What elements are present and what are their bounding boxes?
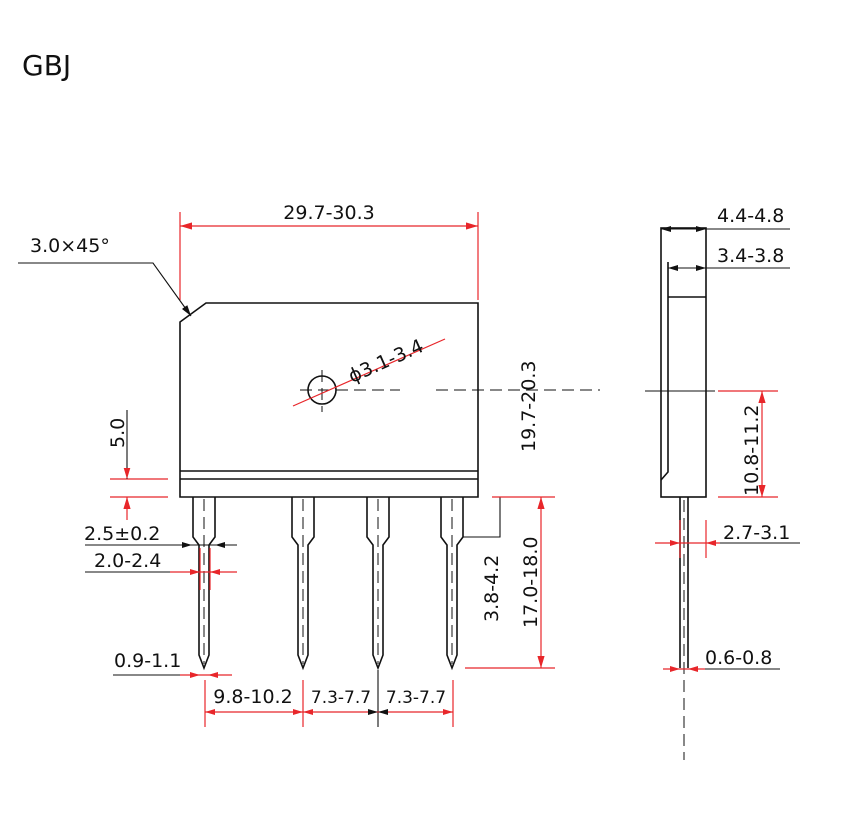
pin-offset-label: 2.7-3.1 <box>723 522 790 544</box>
hole-centerline <box>300 370 600 412</box>
hole-label: ϕ3.1-3.4 <box>345 335 427 388</box>
chamfer-label: 3.0×45° <box>30 235 110 257</box>
front-view: 29.7-30.3 3.0×45° ϕ3.1-3.4 19.7-20.3 5.0… <box>18 202 600 727</box>
pin-width-mid-label: 2.0-2.4 <box>94 550 161 572</box>
pin-width-top-label: 2.5±0.2 <box>84 523 160 545</box>
pin-4 <box>440 497 464 671</box>
pin-length-label: 17.0-18.0 <box>520 537 542 628</box>
width-label: 29.7-30.3 <box>283 202 374 224</box>
hole-dimension-line <box>292 338 446 407</box>
pin-2 <box>291 497 315 671</box>
side-view: 4.4-4.8 3.4-3.8 10.8-11.2 2.7-3.1 0.6-0.… <box>645 205 800 760</box>
package-body <box>179 302 479 498</box>
thickness-label: 4.4-4.8 <box>717 205 784 227</box>
hole-to-bottom-label: 10.8-11.2 <box>741 405 763 496</box>
inner-thickness-label: 3.4-3.8 <box>717 245 784 267</box>
pin-thickness-label: 0.6-0.8 <box>705 647 772 669</box>
pitch-3-label: 7.3-7.7 <box>386 688 446 708</box>
pin-1 <box>192 497 216 671</box>
pitch-1-label: 9.8-10.2 <box>213 686 292 708</box>
pin-3 <box>366 497 390 671</box>
side-body <box>660 227 707 498</box>
package-title: GBJ <box>22 49 71 82</box>
height-label: 19.7-20.3 <box>518 361 540 452</box>
band-label: 5.0 <box>107 418 129 448</box>
pin-shoulder-label: 3.8-4.2 <box>481 555 503 622</box>
pins <box>192 497 464 671</box>
pin-tip-label: 0.9-1.1 <box>114 650 181 672</box>
pitch-2-label: 7.3-7.7 <box>311 688 371 708</box>
chamfer-leader <box>18 262 192 317</box>
